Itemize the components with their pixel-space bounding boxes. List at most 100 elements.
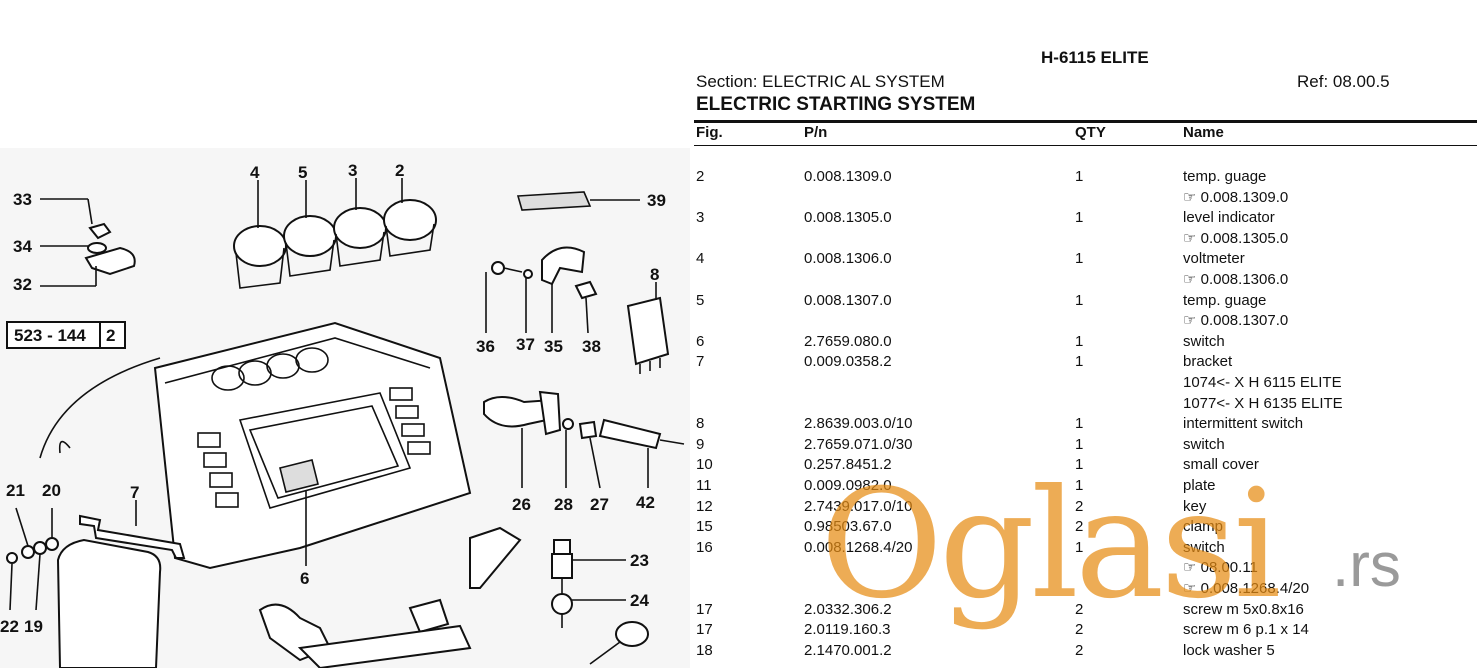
callout-28: 28 (554, 495, 573, 514)
cell-fig: 3 (696, 209, 705, 227)
cell-qty: 1 (1075, 415, 1084, 433)
part-note: ☞ 0.008.1306.0 (1183, 270, 1289, 288)
bracket-7 (56, 500, 186, 668)
part-name: small cover (1183, 456, 1259, 474)
part-name: temp. guage (1183, 291, 1267, 309)
callout-39: 39 (647, 191, 666, 210)
callout-6: 6 (300, 569, 309, 588)
cell-name: screw m 5x0.8x16 (1183, 600, 1304, 621)
cell-pn: 0.008.1305.0 (804, 209, 892, 227)
callout-5: 5 (298, 163, 307, 182)
dash-curve-small (58, 440, 71, 454)
panel-housing (153, 321, 472, 570)
cell-name: plate (1183, 476, 1216, 497)
cell-name: clamp (1183, 517, 1223, 538)
part-name: intermittent switch (1183, 415, 1304, 433)
cell-name: lock washer 5 (1183, 641, 1275, 662)
callout-3: 3 (348, 161, 357, 180)
callout-35: 35 (544, 337, 563, 356)
cell-name: switch☞ 08.00.11☞ 0.008.1268.4/20 (1183, 538, 1309, 600)
cell-fig: 16 (696, 538, 713, 556)
cell-pn: 0.009.0982.0 (804, 476, 892, 494)
slot-r1 (389, 387, 413, 401)
callout-24: 24 (630, 591, 649, 610)
cell-pn: 0.008.1307.0 (804, 291, 892, 309)
switch-group (483, 390, 685, 489)
section-label: Section: ELECTRIC AL SYSTEM (696, 72, 945, 91)
plate-label-box (6, 321, 126, 349)
gauge-hole-4 (295, 347, 329, 373)
part-name: level indicator (1183, 209, 1275, 227)
cell-fig: 12 (696, 497, 713, 515)
callout-20: 20 (42, 481, 61, 500)
cell-pn: 2.0332.306.2 (804, 600, 892, 618)
cell-qty: 2 (1075, 621, 1084, 639)
part-note: ☞ 08.00.11 (1183, 559, 1258, 577)
stalk-switch (258, 526, 649, 668)
cell-name: voltmeter☞ 0.008.1306.0 (1183, 249, 1288, 290)
slot-l3 (209, 472, 233, 488)
plate-sheet: 2 (106, 326, 115, 345)
header-rule-top (694, 120, 1477, 123)
cell-qty: 1 (1075, 250, 1084, 268)
slot-l1 (197, 432, 221, 448)
fastener-group (485, 246, 598, 334)
part-name: screw m 6 p.1 x 14 (1183, 621, 1309, 639)
cell-fig: 8 (696, 415, 705, 433)
callout-32: 32 (13, 275, 32, 294)
document-title: H-6115 ELITE (1041, 48, 1149, 67)
callout-23: 23 (630, 551, 649, 570)
cell-qty: 2 (1075, 600, 1084, 618)
fitting-group (551, 539, 626, 628)
cell-qty: 1 (1075, 435, 1084, 453)
cell-fig: 15 (696, 518, 713, 536)
slot-r4 (407, 441, 431, 455)
cell-name: switch (1183, 332, 1225, 353)
cell-qty: 1 (1075, 168, 1084, 185)
callout-2: 2 (395, 161, 404, 180)
cell-qty: 2 (1075, 497, 1084, 515)
part-note: ☞ 0.008.1307.0 (1183, 312, 1289, 330)
callout-21: 21 (6, 481, 25, 500)
callout-8: 8 (650, 265, 659, 284)
cell-pn: 0.257.8451.2 (804, 456, 892, 474)
cell-qty: 2 (1075, 641, 1084, 659)
column-header-fig: Fig. (696, 124, 723, 141)
callout-4: 4 (250, 163, 260, 182)
part-name: screw m 5x0.8x16 (1183, 600, 1304, 618)
dash-curve (39, 357, 161, 459)
callout-26: 26 (512, 495, 531, 514)
parts-diagram-svg: 523 - 144 2 (0, 161, 685, 668)
cell-pn: 0.009.0358.2 (804, 353, 892, 371)
gauge-cluster (233, 199, 437, 289)
cell-name: temp. guage☞ 0.008.1309.0 (1183, 167, 1288, 208)
cell-pn: 0.008.1309.0 (804, 168, 892, 185)
page-subtitle: ELECTRIC STARTING SYSTEM (696, 94, 976, 115)
cell-fig: 10 (696, 456, 713, 474)
cell-pn: 2.0119.160.3 (804, 621, 891, 639)
panel-top-edge (164, 337, 431, 384)
column-header-name: Name (1183, 124, 1224, 141)
cell-name: intermittent switch (1183, 414, 1303, 435)
cell-fig: 5 (696, 291, 705, 309)
part-note: ☞ 0.008.1309.0 (1183, 188, 1289, 206)
callout-42: 42 (636, 493, 655, 512)
reference-label: Ref: 08.00.5 (1297, 72, 1390, 91)
callout-34: 34 (13, 237, 32, 256)
callout-22: 22 (0, 617, 19, 636)
panel-window (238, 392, 412, 509)
gauge-hole-1 (211, 365, 245, 391)
plate-label: 523 - 144 (14, 326, 86, 345)
small-cover-39 (516, 191, 592, 211)
cell-pn: 0.008.1268.4/20 (804, 538, 913, 556)
part-name: clamp (1183, 518, 1224, 536)
cell-fig: 18 (696, 641, 713, 659)
panel-window-inner (248, 405, 400, 499)
cell-pn: 2.8639.003.0/10 (804, 415, 913, 433)
